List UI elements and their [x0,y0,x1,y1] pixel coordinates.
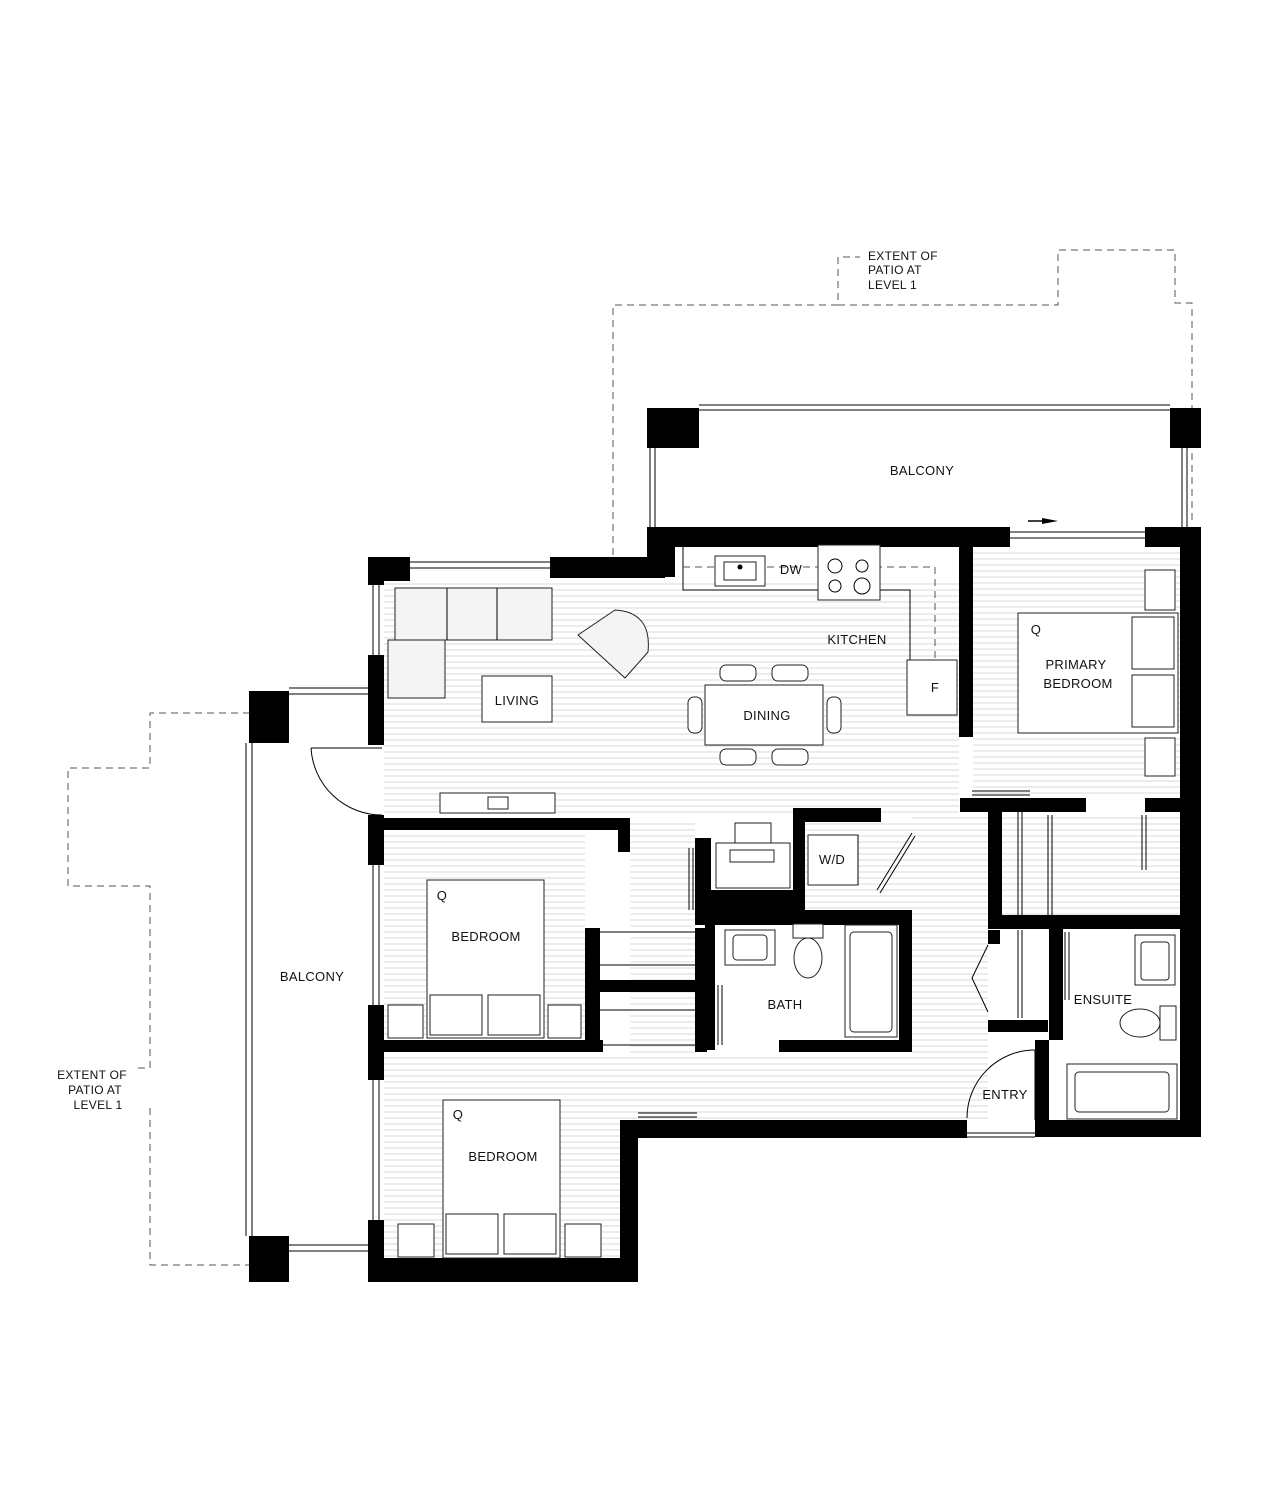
label-ensuite: ENSUITE [1074,992,1132,1007]
patio-note-left-3: LEVEL 1 [73,1098,122,1112]
living-furniture [387,587,649,814]
label-bedroom-1: BEDROOM [451,929,520,944]
label-bath: BATH [768,997,803,1012]
interior-walls [368,542,1185,1137]
label-primary-bedroom-1: PRIMARY [1045,657,1106,672]
patio-note-left-2: PATIO AT [68,1083,122,1097]
room-labels: BALCONY BALCONY LIVING DINING KITCHEN DW… [57,249,1132,1164]
label-primary-bedroom-2: BEDROOM [1043,676,1112,691]
patio-note-top-3: LEVEL 1 [868,278,917,292]
patio-note-top-1: EXTENT OF [868,249,938,263]
bed-size-primary: Q [1031,622,1041,637]
bedroom-2-bed [397,1099,602,1259]
dining-table [687,664,842,766]
doors [310,518,1147,1138]
patio-note-left-1: EXTENT OF [57,1068,127,1082]
desk-and-laundry [715,822,859,889]
label-dining: DINING [743,708,790,723]
top-balcony [647,404,1201,528]
bed-size-bedroom-1: Q [437,888,447,903]
label-living: LIVING [495,693,539,708]
bath-fixtures [724,923,1178,1120]
label-balcony-top: BALCONY [890,463,954,478]
patio-note-top-2: PATIO AT [868,263,922,277]
bedroom-1-bed [387,879,582,1039]
label-bedroom-2: BEDROOM [468,1149,537,1164]
label-fridge: F [931,680,939,695]
label-entry: ENTRY [982,1087,1027,1102]
label-dishwasher: DW [780,562,803,577]
label-kitchen: KITCHEN [827,632,886,647]
left-balcony [245,687,370,1282]
label-balcony-left: BALCONY [280,969,344,984]
bed-size-bedroom-2: Q [453,1107,463,1122]
patio-extent-outline [67,249,1193,1266]
kitchen-counter [682,544,958,716]
primary-bed [1017,569,1179,777]
label-wd: W/D [819,852,845,867]
